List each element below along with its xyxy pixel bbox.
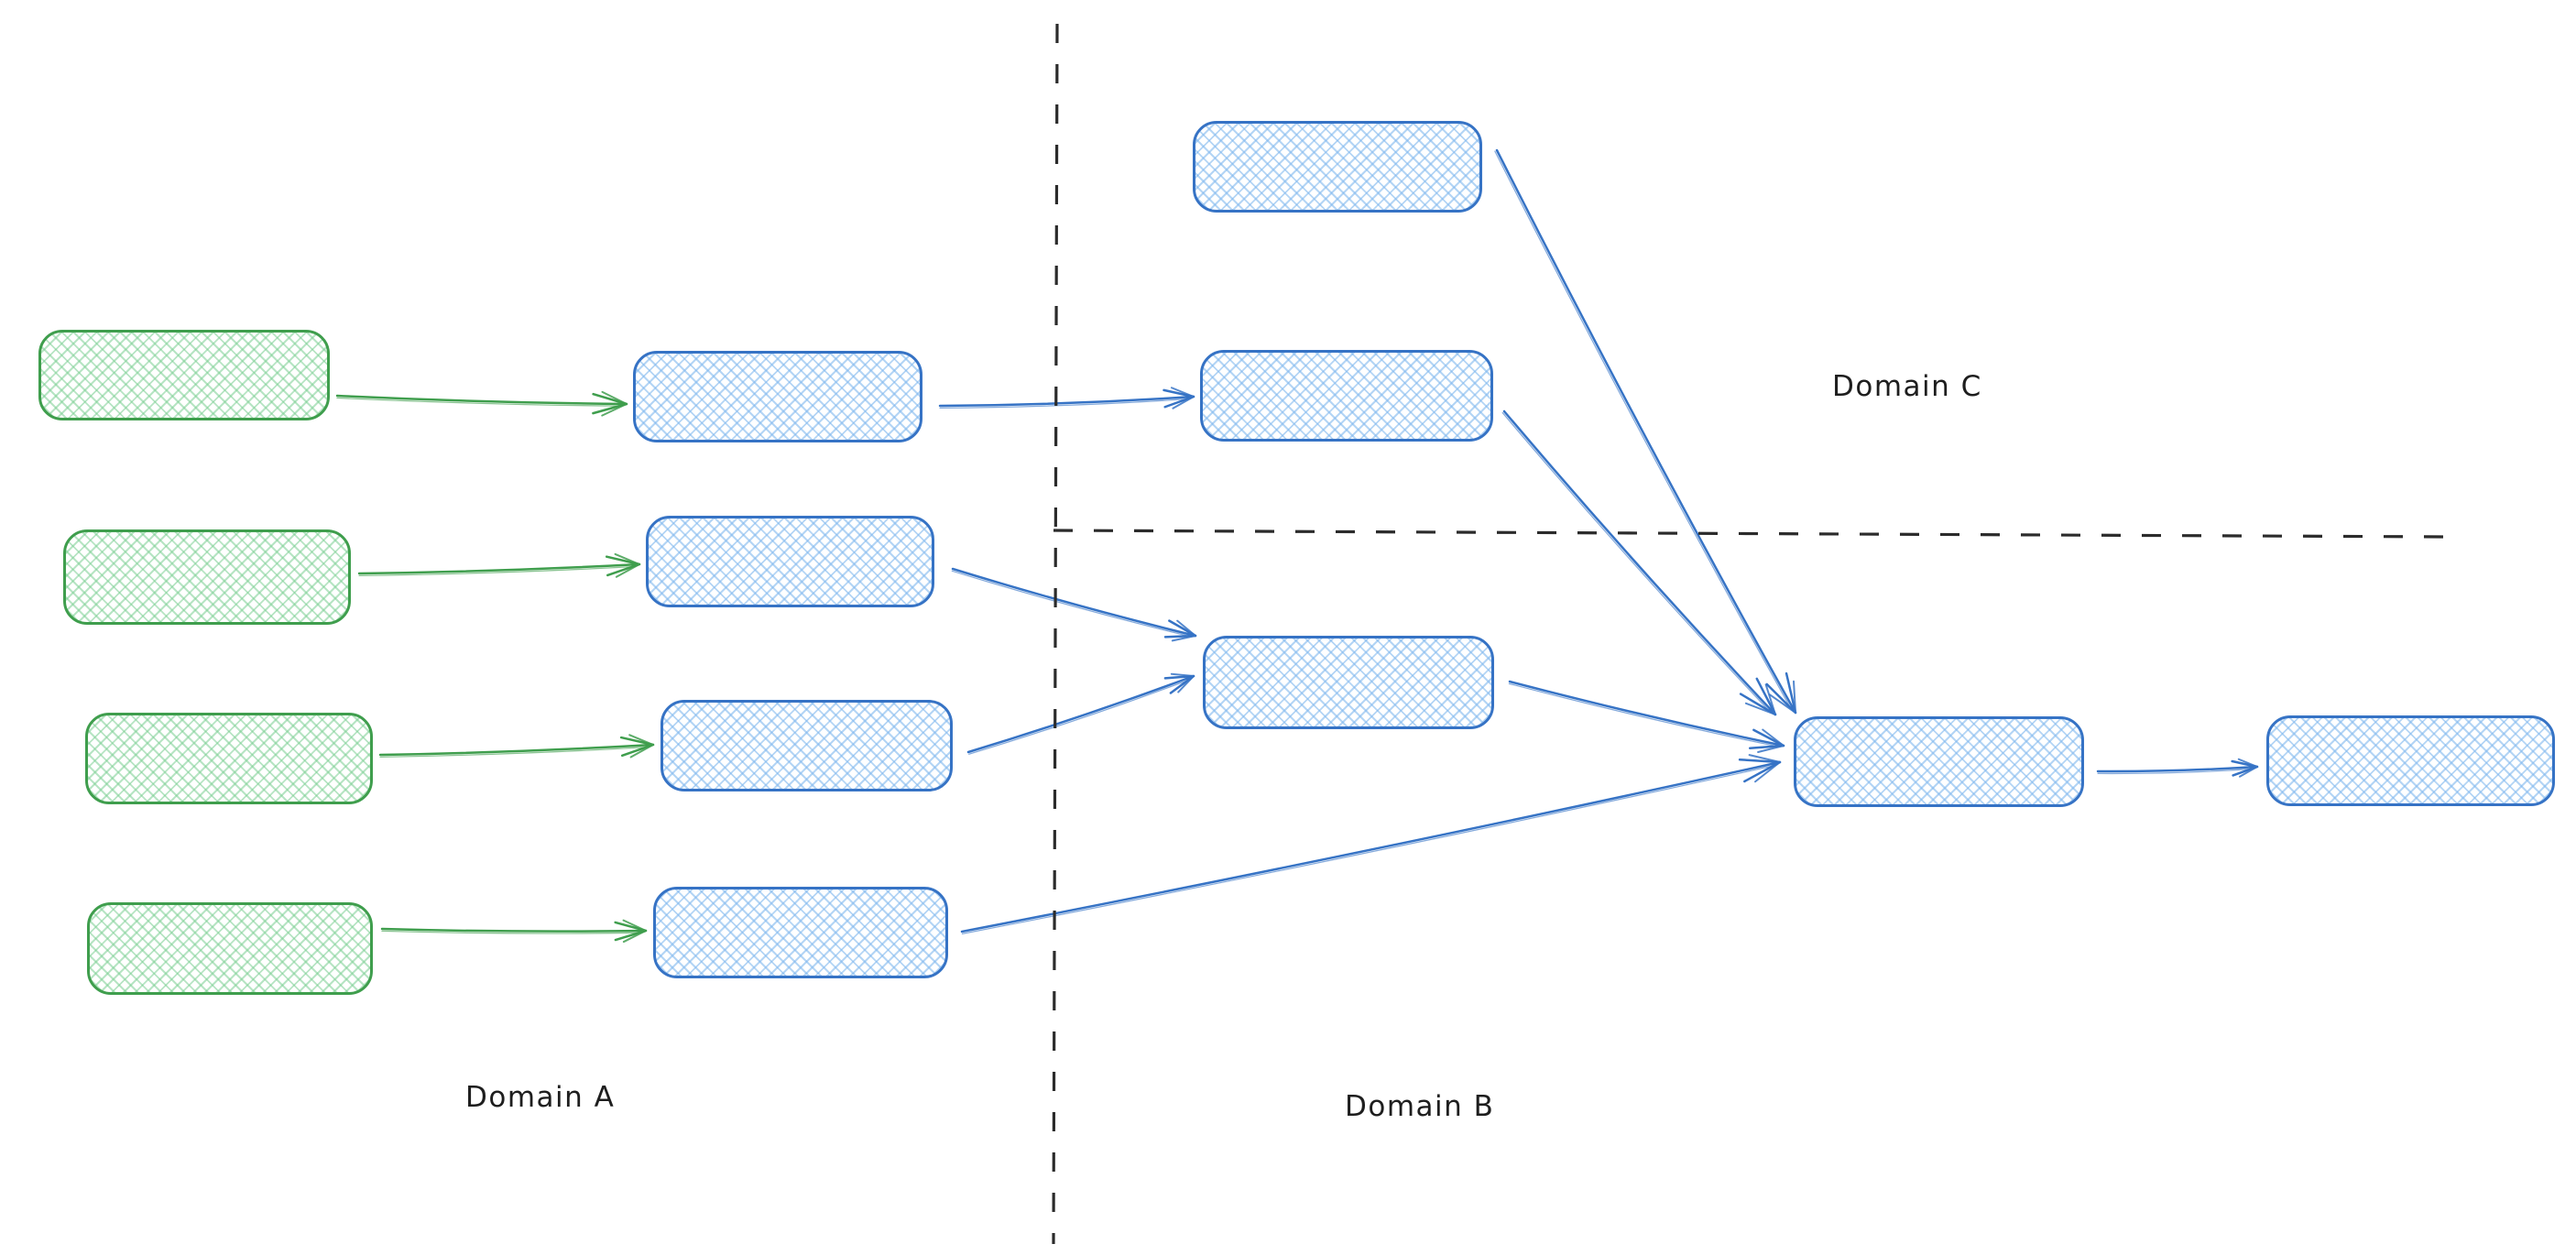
node-b3 bbox=[660, 700, 953, 791]
edge-g4-b4 bbox=[380, 919, 648, 944]
domain-label-c: Domain C bbox=[1832, 370, 1982, 403]
node-c2 bbox=[1200, 350, 1493, 442]
edge-g1-b1 bbox=[335, 390, 628, 417]
domain-divider-horizontal bbox=[1053, 529, 2447, 539]
node-b1 bbox=[633, 351, 922, 442]
edge-d1-e1 bbox=[2096, 758, 2259, 778]
edge-b3-c3 bbox=[966, 672, 1195, 755]
node-e1 bbox=[2266, 715, 2555, 806]
edge-g2-b2 bbox=[357, 552, 641, 578]
edge-c1-d1 bbox=[1494, 148, 1797, 715]
node-d1 bbox=[1794, 716, 2084, 807]
domain-divider-vertical bbox=[1052, 23, 1059, 1245]
node-c3 bbox=[1203, 636, 1494, 729]
node-c1 bbox=[1193, 121, 1482, 213]
node-b4 bbox=[653, 887, 948, 978]
edge-c3-d1 bbox=[1508, 680, 1785, 754]
node-g2 bbox=[63, 529, 351, 625]
node-g1 bbox=[38, 330, 330, 420]
domain-label-b: Domain B bbox=[1345, 1090, 1495, 1123]
node-g4 bbox=[87, 902, 373, 995]
edge-b2-c3 bbox=[951, 567, 1197, 642]
edge-b1-c2 bbox=[938, 387, 1195, 409]
domain-label-a: Domain A bbox=[465, 1081, 616, 1114]
edge-c2-d1 bbox=[1501, 409, 1777, 716]
node-b2 bbox=[646, 516, 934, 607]
node-g3 bbox=[85, 713, 373, 804]
edge-g3-b3 bbox=[378, 734, 655, 758]
edge-b4-d1 bbox=[960, 754, 1782, 934]
